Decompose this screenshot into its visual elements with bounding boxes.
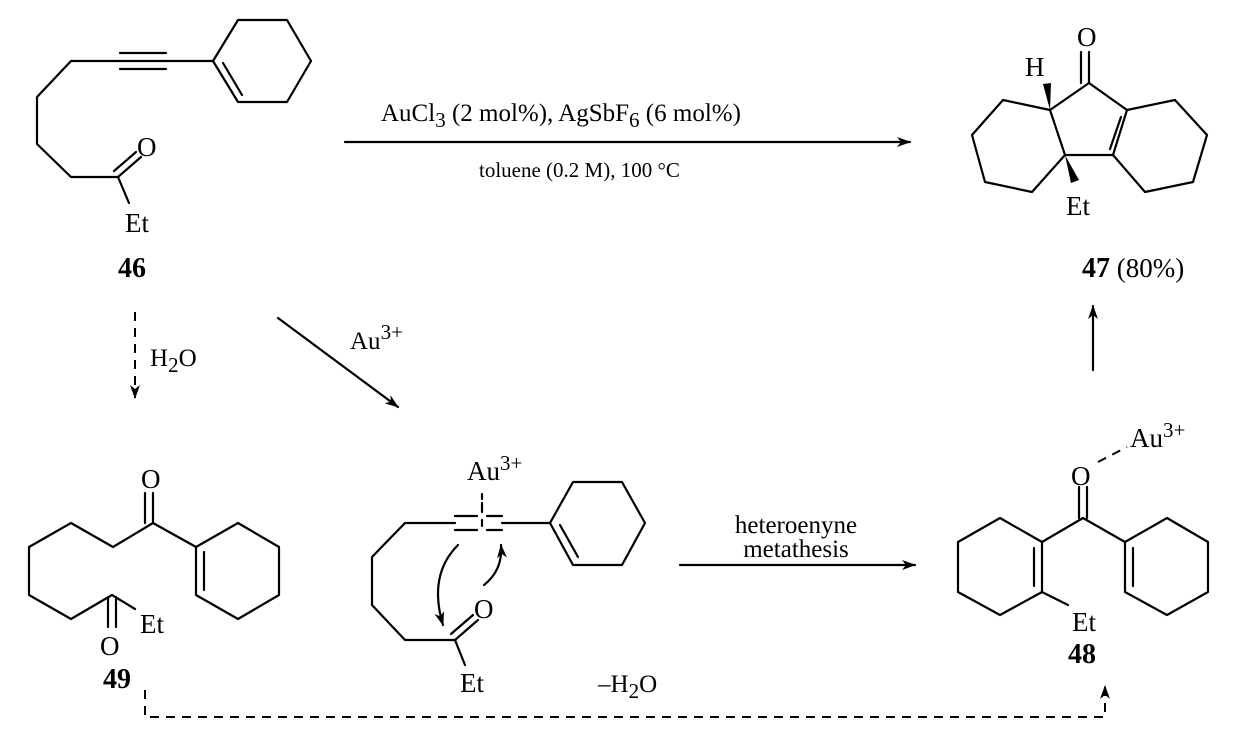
oxygen-atom: O [100, 631, 120, 661]
conditions-text: toluene (0.2 M), 100 °C [479, 158, 680, 182]
metathesis-label-line2: metathesis [743, 536, 849, 563]
gold-reagent: Au3+ [350, 320, 403, 355]
ethyl-group: Et [125, 208, 149, 238]
compound-48: O Au3+ Et 48 [956, 418, 1210, 670]
ethyl-group: Et [1066, 191, 1090, 221]
ethyl-group: Et [460, 668, 484, 698]
oxygen-atom: O [1077, 22, 1097, 52]
ethyl-group: Et [140, 609, 164, 639]
oxygen-atom: O [137, 132, 157, 162]
curved-arrow-icon [434, 543, 460, 627]
gold-label: Au3+ [1130, 418, 1185, 453]
reagents-text: AuCl3 (2 mol%), AgSbF6 (6 mol%) [381, 100, 741, 132]
gold-label: Au3+ [467, 451, 522, 486]
gold-alkyne-intermediate: Au3+ O Et –H2O [370, 451, 657, 703]
oxygen-atom: O [141, 464, 161, 494]
hydrogen-atom: H [1025, 52, 1045, 82]
curved-arrow-icon [482, 543, 508, 587]
gold-activation-arrow: Au3+ [276, 316, 403, 409]
water-reagent: H2O [150, 345, 197, 377]
oxygen-atom: O [1071, 461, 1091, 491]
hydration-arrow: H2O [130, 312, 197, 399]
compound-49: O O Et 49 [27, 464, 281, 695]
water-loss-label: –H2O [597, 671, 657, 703]
compound-label: 46 [118, 253, 146, 284]
metathesis-label-line1: heteroenyne [735, 512, 857, 539]
compound-label: 49 [103, 664, 131, 695]
compound-47: O H Et 47 (80%) [970, 22, 1209, 284]
compound-label: 48 [1068, 639, 1096, 670]
metathesis-arrow: heteroenyne metathesis [678, 512, 917, 570]
main-reaction-arrow: AuCl3 (2 mol%), AgSbF6 (6 mol%) toluene … [343, 100, 912, 182]
oxygen-atom: O [474, 594, 494, 624]
ethyl-group: Et [1072, 607, 1096, 637]
compound-46: O Et 46 [35, 18, 313, 284]
compound-label-with-yield: 47 (80%) [1082, 253, 1184, 284]
